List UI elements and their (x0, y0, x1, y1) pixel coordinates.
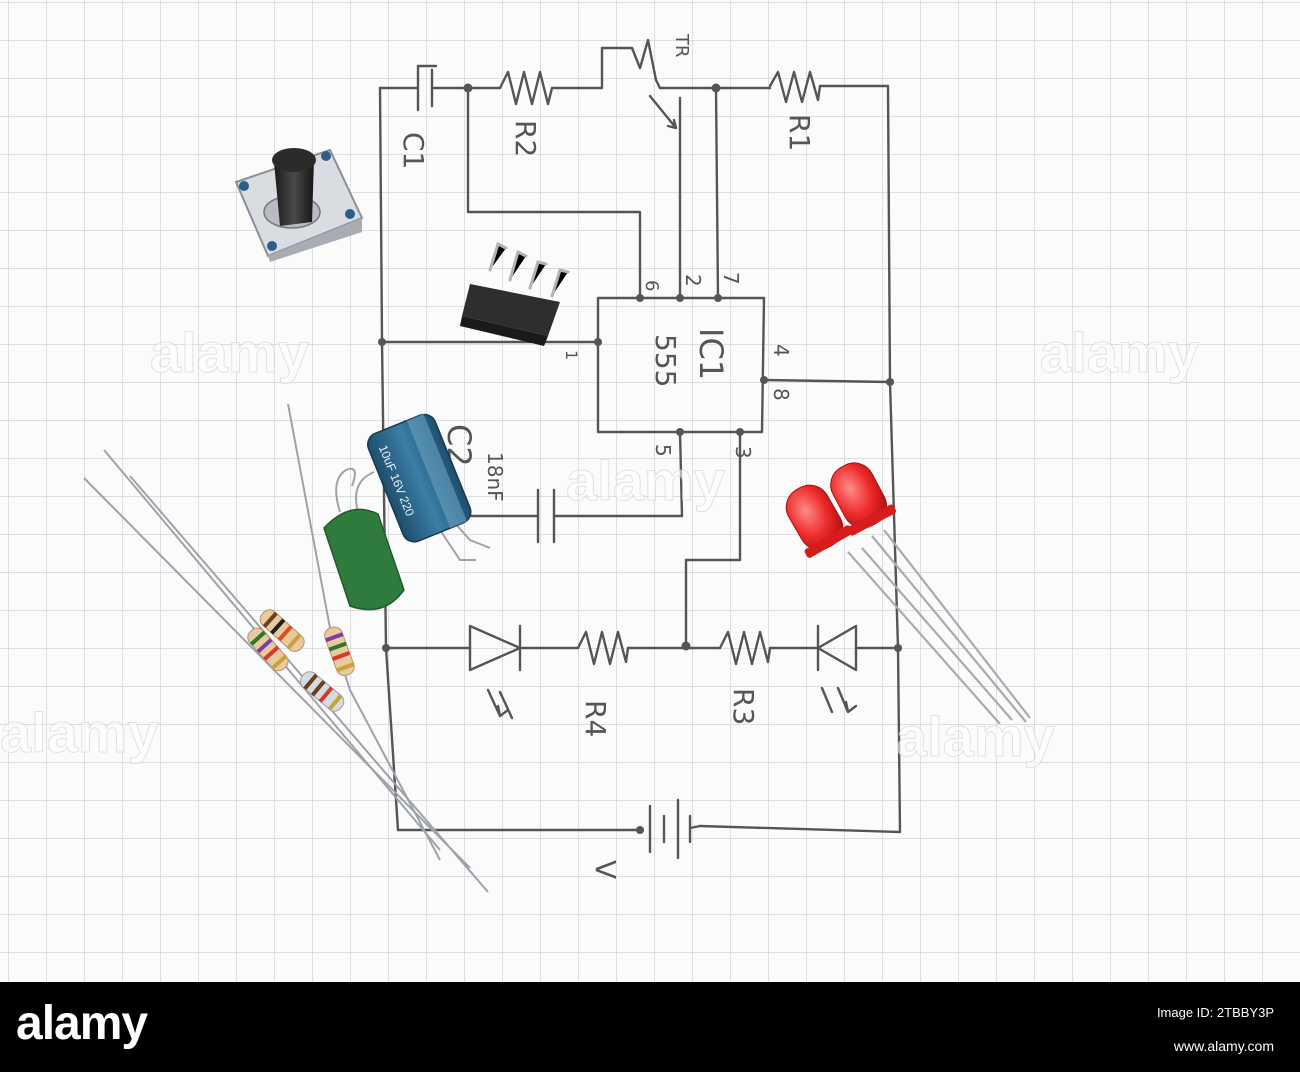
schematic-junctions (378, 83, 902, 834)
label-voltage: V (589, 860, 622, 879)
label-r2: R2 (509, 120, 542, 157)
footer-url: www.alamy.com (1173, 1038, 1274, 1054)
footer-logo: alamy (16, 997, 148, 1050)
tactile-push-button (234, 148, 364, 262)
schematic-labels: TR R2 R1 C1 6 2 7 1 IC1 555 4 8 5 3 C2 1… (397, 33, 816, 879)
label-r4: R4 (579, 700, 612, 737)
label-pin-5: 5 (651, 444, 675, 457)
label-pin-1: 1 (562, 350, 581, 360)
label-r3: R3 (727, 688, 760, 725)
resistors (83, 403, 489, 893)
footer-image-id: Image ID: 2TBBY3P (1157, 1002, 1274, 1024)
label-pin-8: 8 (769, 388, 793, 401)
label-c1: C1 (397, 132, 430, 169)
label-ic-type: 555 (649, 334, 682, 387)
photo-circuit-schematic: TR R2 R1 C1 6 2 7 1 IC1 555 4 8 5 3 C2 1… (0, 0, 1300, 982)
resistor-body-3 (324, 626, 355, 677)
label-pin-2: 2 (681, 274, 705, 287)
resistor-body-4 (299, 671, 345, 712)
schematic-symbols (416, 38, 858, 860)
label-pin-3: 3 (731, 446, 755, 459)
schematic-wires (378, 46, 902, 834)
label-tr: TR (671, 33, 692, 58)
resistor-body-1 (259, 609, 305, 652)
red-leds (785, 462, 1031, 725)
watermarks: alamy alamy alamy alamy alamy (0, 321, 1199, 769)
watermark-right-top: alamy (1040, 321, 1199, 384)
label-pin-7: 7 (719, 272, 743, 285)
label-pin-6: 6 (641, 280, 662, 291)
led-right (830, 462, 896, 536)
film-capacitor-green (323, 467, 405, 611)
stock-footer-bar: alamy Image ID: 2TBBY3P www.alamy.com (0, 982, 1300, 1072)
electrolytic-capacitor-blue: 10uF 16V 220 (367, 413, 491, 561)
watermark-left-top: alamy (150, 321, 309, 384)
resistor-body-2 (247, 627, 289, 672)
label-c2-value: 18nF (483, 452, 507, 502)
label-ic-name: IC1 (692, 328, 730, 380)
label-pin-4: 4 (769, 344, 793, 357)
image-id-label: Image ID: 2TBBY3P (1156, 1005, 1274, 1020)
led-left (785, 484, 853, 558)
label-r1: R1 (783, 114, 816, 151)
watermark-right-bottom: alamy (896, 705, 1055, 768)
ic-dip8-chip (460, 241, 570, 346)
watermark-center: alamy (566, 449, 725, 512)
watermark-left-bottom: alamy (0, 701, 159, 764)
